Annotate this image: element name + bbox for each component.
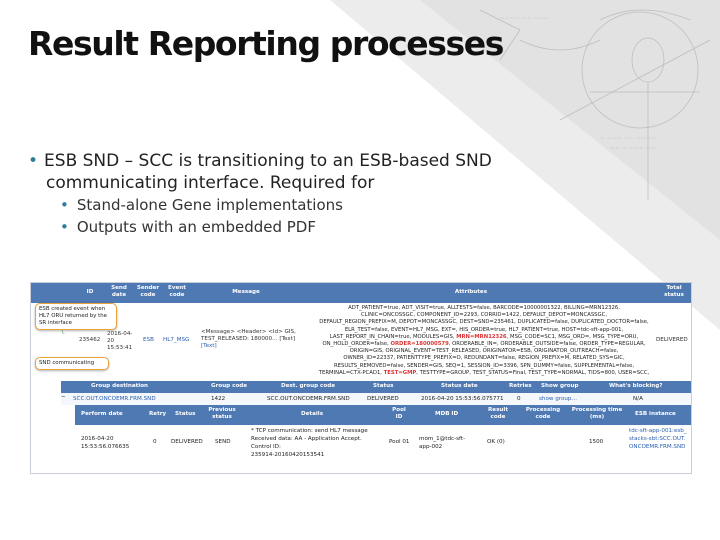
svg-text:~~~~ ~~ ~~~: ~~~~ ~~ ~~~ bbox=[500, 15, 549, 22]
attr-highlight: TEST=GMP bbox=[383, 369, 417, 376]
sub-bullet-1: • Stand-alone Gene implementations bbox=[60, 196, 343, 214]
group-row[interactable]: − SCC.OUT.ONCOEMR.FRM.SND 1422 SCC.OUT.O… bbox=[61, 393, 691, 405]
attr-line: ON_HOLD_ORDER=false, ORDER=180000579, OR… bbox=[322, 341, 646, 348]
sub-bullet-2: • Outputs with an embedded PDF bbox=[60, 218, 316, 236]
svg-text:~ ~~~ ~~ ~~~~: ~ ~~~ ~~ ~~~~ bbox=[600, 135, 656, 142]
row-message: <Message> <Header> <Id> GIS, TEST_RELEAS… bbox=[201, 329, 297, 350]
row2-retries: 0 bbox=[517, 396, 521, 402]
col-previous-status: Previous status bbox=[208, 407, 236, 420]
col-status: Status bbox=[373, 383, 394, 389]
row-id: 235462 bbox=[79, 337, 101, 343]
col-blocking: What's blocking? bbox=[609, 383, 663, 389]
col-group-code: Group code bbox=[211, 383, 248, 389]
row-message-text-link[interactable]: [Text] bbox=[201, 343, 217, 349]
row-message-line2: TEST_RELEASED: 180000… [Text] bbox=[201, 336, 296, 342]
event-row[interactable]: └ 235462 2016-04-20 15:53:41 ESB HL7_MSG… bbox=[31, 303, 691, 377]
row2-status-date: 2016-04-20 15:53:56.075771 bbox=[421, 396, 504, 402]
attr-line: ADT_PATIENT=true, ADT_VISIT=true, ALLTES… bbox=[348, 305, 620, 311]
expand-icon[interactable]: └ bbox=[61, 331, 65, 337]
row3-details-line3: Control ID: bbox=[251, 444, 281, 450]
row-total-status: DELIVERED bbox=[656, 337, 688, 343]
col-processing-time: Processing time (ms) bbox=[571, 407, 623, 420]
delivery-row[interactable]: 2016-04-20 15:53:56.076635 0 DELIVERED S… bbox=[75, 425, 691, 473]
attr-line: RESULTS_REMOVED=false, SENDER=GIS, SEQ=1… bbox=[333, 362, 635, 369]
row2-dest-group-code: SCC.OUT.ONCOEMR.FRM.SND bbox=[267, 396, 350, 402]
col-retries: Retries bbox=[509, 383, 532, 389]
col-total-status: Total status bbox=[664, 285, 684, 298]
embedded-screenshot: ID Send date Sender code Event code Mess… bbox=[30, 282, 692, 474]
row3-details: * TCP communication: send HL7 message Re… bbox=[251, 427, 381, 458]
row3-retry: 0 bbox=[153, 439, 157, 445]
row3-details-line1: * TCP communication: send HL7 message bbox=[251, 428, 368, 434]
attr-line: TERMINAL=CTX-PCAD1, TEST=GMP, TESTTYPE=G… bbox=[318, 369, 650, 376]
bullet-dot-icon: • bbox=[60, 218, 69, 236]
sub-bullet-2-text: Outputs with an embedded PDF bbox=[76, 218, 316, 236]
col-status-date: Status date bbox=[441, 383, 478, 389]
col-attributes: Attributes bbox=[454, 289, 488, 295]
event-table-header: ID Send date Sender code Event code Mess… bbox=[31, 283, 691, 303]
col-processing-code: Processing code bbox=[525, 407, 561, 420]
attr-line: OWNER_ID=22337, PATIENTTYPE_PREFIX=O, RE… bbox=[343, 355, 625, 362]
col-perform-date: Perform date bbox=[81, 411, 123, 417]
row-sender[interactable]: ESB bbox=[143, 337, 154, 343]
bullet-dot-icon: • bbox=[60, 196, 69, 214]
col-event-code: Event code bbox=[168, 285, 186, 298]
row3-mdb-id: mom_1@tdc-sft-app-002 bbox=[419, 436, 466, 450]
col-result-code: Result code bbox=[487, 407, 508, 420]
row2-group-dest[interactable]: SCC.OUT.ONCOEMR.FRM.SND bbox=[73, 396, 156, 402]
col-sender-code: Sender code bbox=[136, 285, 160, 298]
row2-blocking: N/A bbox=[633, 396, 643, 402]
slide-title: Result Reporting processes bbox=[28, 24, 504, 63]
sub-bullet-1-text: Stand-alone Gene implementations bbox=[76, 196, 343, 214]
col-details: Details bbox=[301, 411, 324, 417]
col-esb-instance: ESB instance bbox=[635, 411, 676, 417]
row-attributes: ADT_PATIENT=true, ADT_VISIT=true, ALLTES… bbox=[299, 305, 669, 377]
group-table-header: Group destination Group code Dest. group… bbox=[61, 381, 691, 393]
collapse-icon[interactable]: − bbox=[61, 394, 66, 400]
attr-line: ELR_TEST=false, EVENT=HL7_MSG, EXT=, HIS… bbox=[344, 326, 624, 333]
main-bullet-line1: ESB SND – SCC is transitioning to an ESB… bbox=[44, 151, 492, 171]
row3-previous-status: SEND bbox=[215, 439, 231, 445]
row-message-line1: <Message> <Header> <Id> GIS, bbox=[201, 329, 296, 335]
callout-esb-event: ESB created event when HL7 ORU returned … bbox=[35, 303, 117, 330]
attr-highlight: MRN=MRN12326 bbox=[456, 333, 507, 340]
attr-line: ORIGIN=GIS, ORIGINAL_EVENT=TEST_RELEASED… bbox=[349, 348, 619, 355]
attr-line: LAST_REPORT_IN_CHAIN=true, MODULES=GIS, … bbox=[329, 333, 639, 340]
col-status: Status bbox=[175, 411, 196, 417]
delivery-table-header: Perform date Retry Status Previous statu… bbox=[75, 405, 691, 425]
col-group-dest: Group destination bbox=[91, 383, 149, 389]
attr-highlight: ORDER=180000579 bbox=[390, 341, 449, 348]
col-id: ID bbox=[86, 289, 94, 295]
col-show-group: Show group bbox=[541, 383, 579, 389]
bullet-dot-icon: • bbox=[28, 151, 39, 171]
main-bullet: •ESB SND – SCC is transitioning to an ES… bbox=[28, 150, 588, 194]
col-dest-group-code: Dest. group code bbox=[281, 383, 336, 389]
row-date: 2016-04-20 15:53:41 bbox=[107, 331, 133, 351]
col-mdb-id: MDB ID bbox=[435, 411, 459, 417]
svg-text:~~ ~ ~~~ ~~: ~~ ~ ~~~ ~~ bbox=[610, 145, 656, 152]
main-bullet-line2: communicating interface. Required for bbox=[46, 173, 375, 193]
col-retry: Retry bbox=[149, 411, 167, 417]
row2-group-code: 1422 bbox=[211, 396, 226, 402]
row2-show-group[interactable]: show group… bbox=[539, 396, 578, 402]
row3-pool-id: Pool 01 bbox=[389, 439, 410, 445]
col-send-date: Send date bbox=[111, 285, 127, 298]
col-message: Message bbox=[232, 289, 260, 295]
row3-esb-instance[interactable]: tdc-sft-app-001:esb_stacks-sbt:SCC.OUT.O… bbox=[629, 428, 687, 450]
row3-details-line2: Received data: AA - Application Accept. bbox=[251, 436, 362, 442]
row3-result-code: OK (0) bbox=[487, 439, 505, 445]
col-pool-id: Pool ID bbox=[392, 407, 406, 420]
row2-status: DELIVERED bbox=[367, 396, 399, 402]
callout-snd-communicating: SND communicating bbox=[35, 357, 109, 370]
row3-status: DELIVERED bbox=[171, 439, 203, 445]
row-event[interactable]: HL7_MSG bbox=[163, 337, 190, 343]
attr-line: CLINIC=ONCOSSGC, COMPONENT_ID=2293, CORR… bbox=[360, 312, 608, 319]
row3-processing-time: 1500 bbox=[589, 439, 604, 445]
attr-line: DEFAULT_REGION_PREFIX=M, DEPOT=MONCASSGC… bbox=[319, 319, 649, 326]
row3-details-line4: 235914-20160420153541 bbox=[251, 452, 325, 458]
row3-perform-date: 2016-04-20 15:53:56.076635 bbox=[81, 436, 130, 450]
